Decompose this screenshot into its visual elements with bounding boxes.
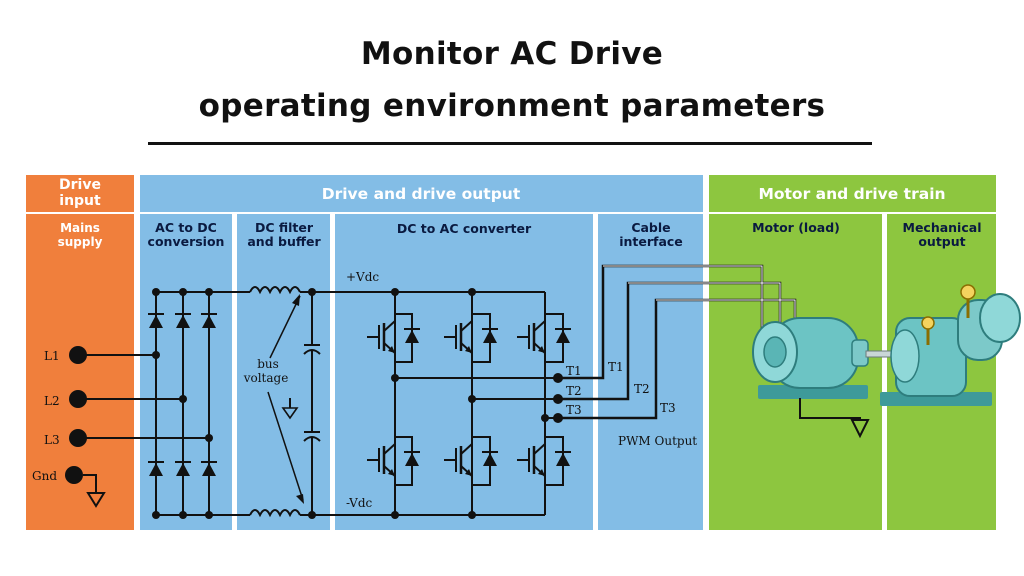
l2-label: L2 xyxy=(44,394,60,408)
dc-filter: bus voltage +Vdc -Vdc xyxy=(243,270,395,519)
ac-to-dc-panel xyxy=(140,214,232,530)
drive-input-header-line1: Drive xyxy=(59,177,101,193)
gnd-label: Gnd xyxy=(32,469,57,483)
mechanical-output-label-line2: output xyxy=(918,234,965,249)
l1-label: L1 xyxy=(44,349,60,363)
cable-interface-label-line1: Cable xyxy=(631,220,670,235)
dc-filter-label-line1: DC filter xyxy=(255,220,314,235)
l3-label: L3 xyxy=(44,433,60,447)
t3-inner-label: T3 xyxy=(566,403,582,417)
ac-to-dc-label-line2: conversion xyxy=(148,234,225,249)
t1-inner-label: T1 xyxy=(566,364,582,378)
mains-supply-label-line1: Mains xyxy=(60,221,100,235)
motor-train-header-panel xyxy=(709,175,996,212)
bus-label-line1: bus xyxy=(257,357,279,371)
page-title: Monitor AC Drive xyxy=(360,36,664,72)
dc-filter-label-line2: and buffer xyxy=(247,234,321,249)
motor-load-label: Motor (load) xyxy=(752,220,840,235)
t3-cable-label: T3 xyxy=(660,401,676,415)
dc-filter-panel xyxy=(237,214,330,530)
t2-inner-label: T2 xyxy=(566,384,582,398)
gearbox-illustration xyxy=(880,284,1021,406)
bus-label-line2: voltage xyxy=(243,371,289,385)
page-subtitle: operating environment parameters xyxy=(198,88,826,124)
drive-output-header: Drive and drive output xyxy=(322,185,521,203)
t2-cable-label: T2 xyxy=(634,382,650,396)
title-divider xyxy=(148,142,872,145)
drive-input-header-panel xyxy=(26,175,134,212)
cable-interface-label-line2: interface xyxy=(619,234,683,249)
motor-train-header: Motor and drive train xyxy=(758,185,945,203)
plus-vdc-label: +Vdc xyxy=(346,270,379,284)
ac-to-dc-label-line1: AC to DC xyxy=(155,220,217,235)
motor-illustration xyxy=(752,317,899,439)
rectifier-bridge xyxy=(147,288,250,519)
t1-cable-label: T1 xyxy=(608,360,624,374)
inverter-bridge: T1 T2 T3 xyxy=(365,288,582,519)
drive-output-header-panel xyxy=(140,175,703,212)
pwm-output-label: PWM Output xyxy=(618,434,697,448)
dc-to-ac-label: DC to AC converter xyxy=(397,221,532,236)
minus-vdc-label: -Vdc xyxy=(346,496,373,510)
mains-supply-label-line2: supply xyxy=(58,235,103,249)
dc-to-ac-panel xyxy=(335,214,593,530)
mechanical-output-label-line1: Mechanical xyxy=(903,220,982,235)
drive-input-header-line2: input xyxy=(59,193,101,209)
